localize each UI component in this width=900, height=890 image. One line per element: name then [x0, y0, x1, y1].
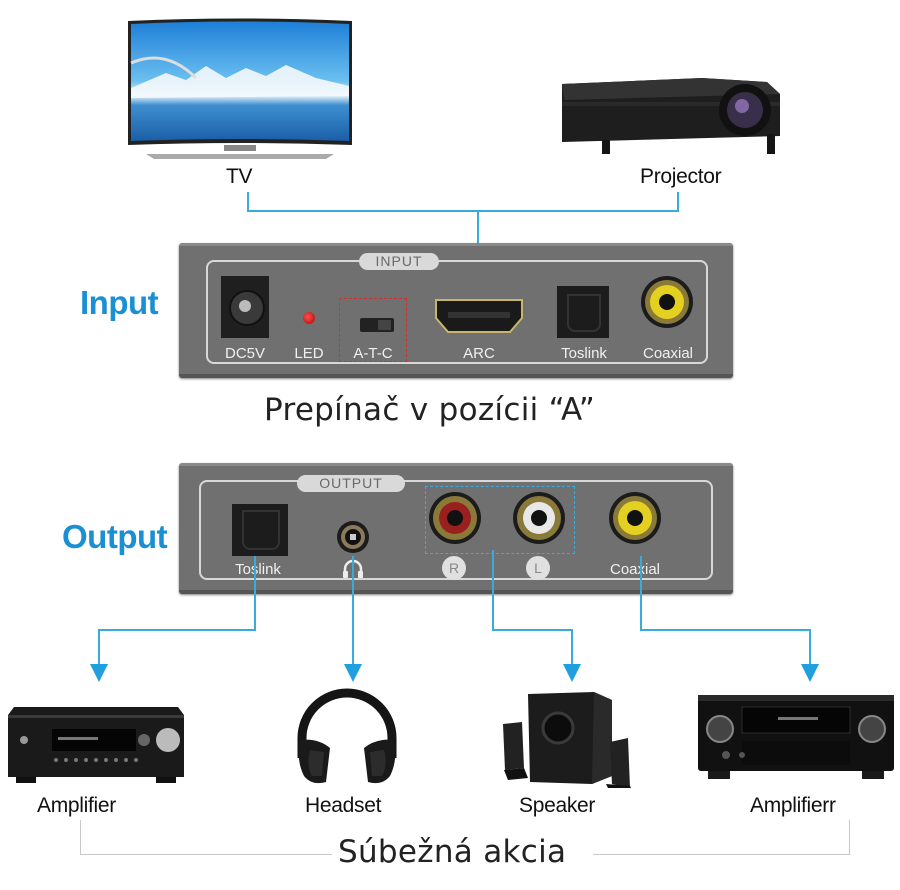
headset-label: Headset: [305, 794, 382, 817]
concurrent-action-caption: Súbežná akcia: [338, 834, 567, 870]
input-panel: INPUT DC5V LED A-T-C ARC Toslink Coaxial: [179, 243, 733, 378]
amplifier-device-1: [8, 697, 184, 785]
toslink-input-label: Toslink: [561, 345, 607, 362]
optical-port-icon: [557, 286, 609, 338]
amplifier-label-1: Amplifier: [37, 794, 116, 817]
rca-red-icon: [429, 492, 481, 544]
projector-icon: [562, 78, 780, 154]
speaker-system-icon: [503, 692, 634, 794]
arrow-down-icon: [90, 664, 108, 682]
projector-label: Projector: [640, 165, 722, 188]
headphone-jack-icon: [337, 521, 369, 553]
rca-white-icon: [513, 492, 565, 544]
input-panel-frame: [206, 260, 708, 364]
connector-line: [247, 210, 679, 212]
switch-position-caption: Prepínač v pozícii “A”: [264, 392, 596, 428]
output-tag: OUTPUT: [297, 475, 405, 492]
led-label: LED: [294, 345, 324, 362]
bracket-line: [80, 820, 81, 855]
toslink-output-label: Toslink: [235, 561, 281, 578]
connector-line: [677, 192, 679, 211]
av-receiver-icon: [698, 695, 894, 779]
amplifier-label-2: Amplifierr: [750, 794, 836, 817]
dc5v-label: DC5V: [224, 345, 265, 362]
arrow-down-icon: [344, 664, 362, 682]
hdmi-port-icon: [434, 298, 524, 334]
atc-highlight-box: [339, 298, 407, 362]
led-indicator-icon: [303, 312, 315, 324]
rca-group-highlight: [425, 486, 575, 554]
amplifier-device-2: [698, 693, 894, 783]
curved-tv-icon: [128, 18, 352, 159]
coaxial-input-label: Coaxial: [642, 345, 694, 362]
coaxial-rca-icon: [609, 492, 661, 544]
arrow-down-icon: [801, 664, 819, 682]
projector-device: [552, 64, 784, 160]
atc-label: A-T-C: [353, 345, 393, 362]
headset-device: [292, 688, 402, 788]
output-panel: OUTPUT Toslink R L Coaxial: [179, 463, 733, 594]
dc-power-jack-icon: [221, 276, 269, 338]
speaker-device: [500, 688, 640, 794]
bracket-line: [849, 820, 850, 855]
tv-label: TV: [226, 165, 253, 188]
r-channel-badge: R: [442, 556, 466, 580]
connector-line: [247, 192, 249, 211]
output-side-label: Output: [62, 518, 168, 555]
input-side-label: Input: [80, 284, 159, 321]
arc-label: ARC: [463, 345, 495, 362]
connector-line: [352, 556, 354, 664]
connector-line: [98, 629, 100, 665]
connector-line: [640, 556, 642, 630]
optical-port-icon: [232, 504, 288, 556]
selector-switch-icon[interactable]: [360, 318, 394, 332]
input-tag: INPUT: [359, 253, 439, 270]
headphones-icon: [297, 688, 397, 784]
connector-line: [492, 629, 572, 631]
bracket-line: [80, 854, 332, 855]
connector-line: [809, 629, 811, 665]
bracket-line: [593, 854, 850, 855]
connector-line: [254, 556, 256, 630]
coaxial-rca-icon: [641, 276, 693, 328]
arrow-down-icon: [563, 664, 581, 682]
av-receiver-icon: [8, 707, 184, 783]
speaker-label: Speaker: [519, 794, 596, 817]
connector-line: [98, 629, 256, 631]
coaxial-output-label: Coaxial: [609, 561, 661, 578]
connector-line: [640, 629, 810, 631]
connector-line: [571, 629, 573, 665]
l-channel-badge: L: [526, 556, 550, 580]
tv-device: [126, 18, 354, 163]
connector-line: [492, 550, 494, 630]
